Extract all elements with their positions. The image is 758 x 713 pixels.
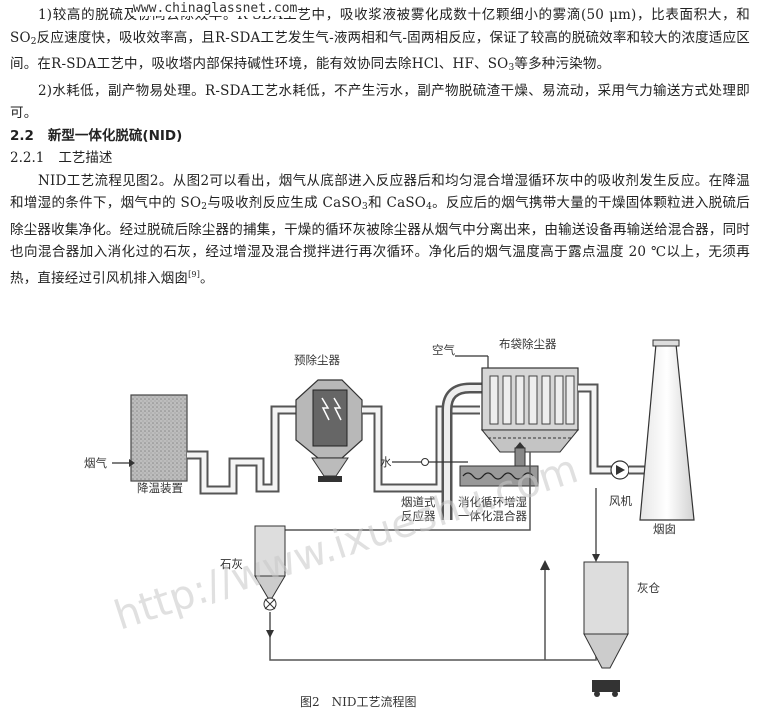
- p3-text-c: 和 CaSO: [367, 195, 427, 211]
- subscript: 2: [201, 202, 208, 212]
- subsection-title: 工艺描述: [58, 150, 113, 166]
- p3-text-b: 与吸收剂反应生成 CaSO: [207, 195, 363, 211]
- watermark-top: www.chinaglassnet.com: [133, 1, 298, 16]
- section-heading-2-2: 2.2 新型一体化脱硫(NID): [10, 125, 750, 148]
- subsection-number: 2.2.1: [10, 150, 45, 166]
- label-duct-reactor-1: 烟道式: [401, 495, 436, 509]
- ash-silo: [583, 561, 629, 697]
- paragraph-3: NID工艺流程见图2。从图2可以看出，烟气从底部进入反应器后和均匀混合增湿循环灰…: [10, 170, 750, 290]
- paragraph-2: 2)水耗低，副产物易处理。R-SDA工艺水耗低，不产生污水，副产物脱硫渣干燥、易…: [10, 82, 750, 122]
- figure-caption: 图2 NID工艺流程图: [300, 694, 417, 709]
- p3-text-a: NID工艺流程见图2。从图2可以看出，烟气从底部进入反应器后和均匀混合增湿循环灰…: [10, 172, 750, 212]
- recirc-line: [264, 452, 531, 531]
- label-flue-gas: 烟气: [84, 456, 107, 470]
- label-ash-silo: 灰仓: [637, 581, 660, 595]
- subscript: 4: [426, 202, 432, 212]
- label-bag-filter: 布袋除尘器: [499, 337, 557, 351]
- section-number: 2.2: [10, 127, 34, 144]
- label-air: 空气: [432, 343, 455, 357]
- label-duct-reactor-2: 反应器: [401, 509, 436, 523]
- label-cooling: 降温装置: [137, 481, 183, 495]
- label-mixer-1: 消化循环增湿: [458, 495, 527, 509]
- chimney: [639, 343, 695, 521]
- bag-filter: [480, 367, 580, 453]
- water-valve-icon: [421, 458, 429, 466]
- paragraph-1: 1)较高的脱硫及协同去除效率。R-SDA工艺中，吸收浆液被雾化成数十亿颗细小的雾…: [10, 4, 750, 80]
- bottom-line: [269, 612, 597, 661]
- p1-text-c: 等多种污染物。: [514, 56, 611, 72]
- p3-text-end: 。: [200, 270, 214, 286]
- arrow-head-icon: [129, 459, 135, 467]
- pre-duster: [295, 379, 363, 482]
- nid-process-diagram: 烟气 降温装置 预除尘器 水 空气 布袋除尘器 烟道式 反应器 消化循环增湿 一…: [84, 337, 695, 709]
- subscript: 3: [508, 63, 515, 73]
- label-water: 水: [380, 455, 392, 469]
- subscript: 3: [362, 202, 368, 212]
- citation-ref[interactable]: [9]: [188, 269, 201, 279]
- lime-silo: [254, 525, 286, 611]
- article-body: 1)较高的脱硫及协同去除效率。R-SDA工艺中，吸收浆液被雾化成数十亿颗细小的雾…: [10, 4, 750, 290]
- p3-text-d: 。反应后的烟气携带大量的干燥固体颗粒进入脱硫后除尘器收集净化。经过脱硫后除尘器的…: [10, 195, 751, 286]
- section-title: 新型一体化脱硫(NID): [47, 127, 183, 144]
- label-lime: 石灰: [220, 557, 243, 571]
- cooling-device: [130, 394, 188, 482]
- label-chimney: 烟囱: [653, 522, 676, 536]
- return-line: [540, 561, 550, 660]
- label-fan: 风机: [609, 494, 632, 508]
- mixer: [459, 442, 539, 487]
- label-mixer-2: 一体化混合器: [458, 509, 527, 523]
- p1-text-b: 反应速度快，吸收效率高，且R-SDA工艺发生气-液两相和气-固两相反应，保证了较…: [10, 29, 750, 73]
- subsection-heading-2-2-1: 2.2.1 工艺描述: [10, 147, 750, 170]
- label-pre-duster: 预除尘器: [294, 353, 340, 367]
- subscript: 2: [30, 36, 37, 47]
